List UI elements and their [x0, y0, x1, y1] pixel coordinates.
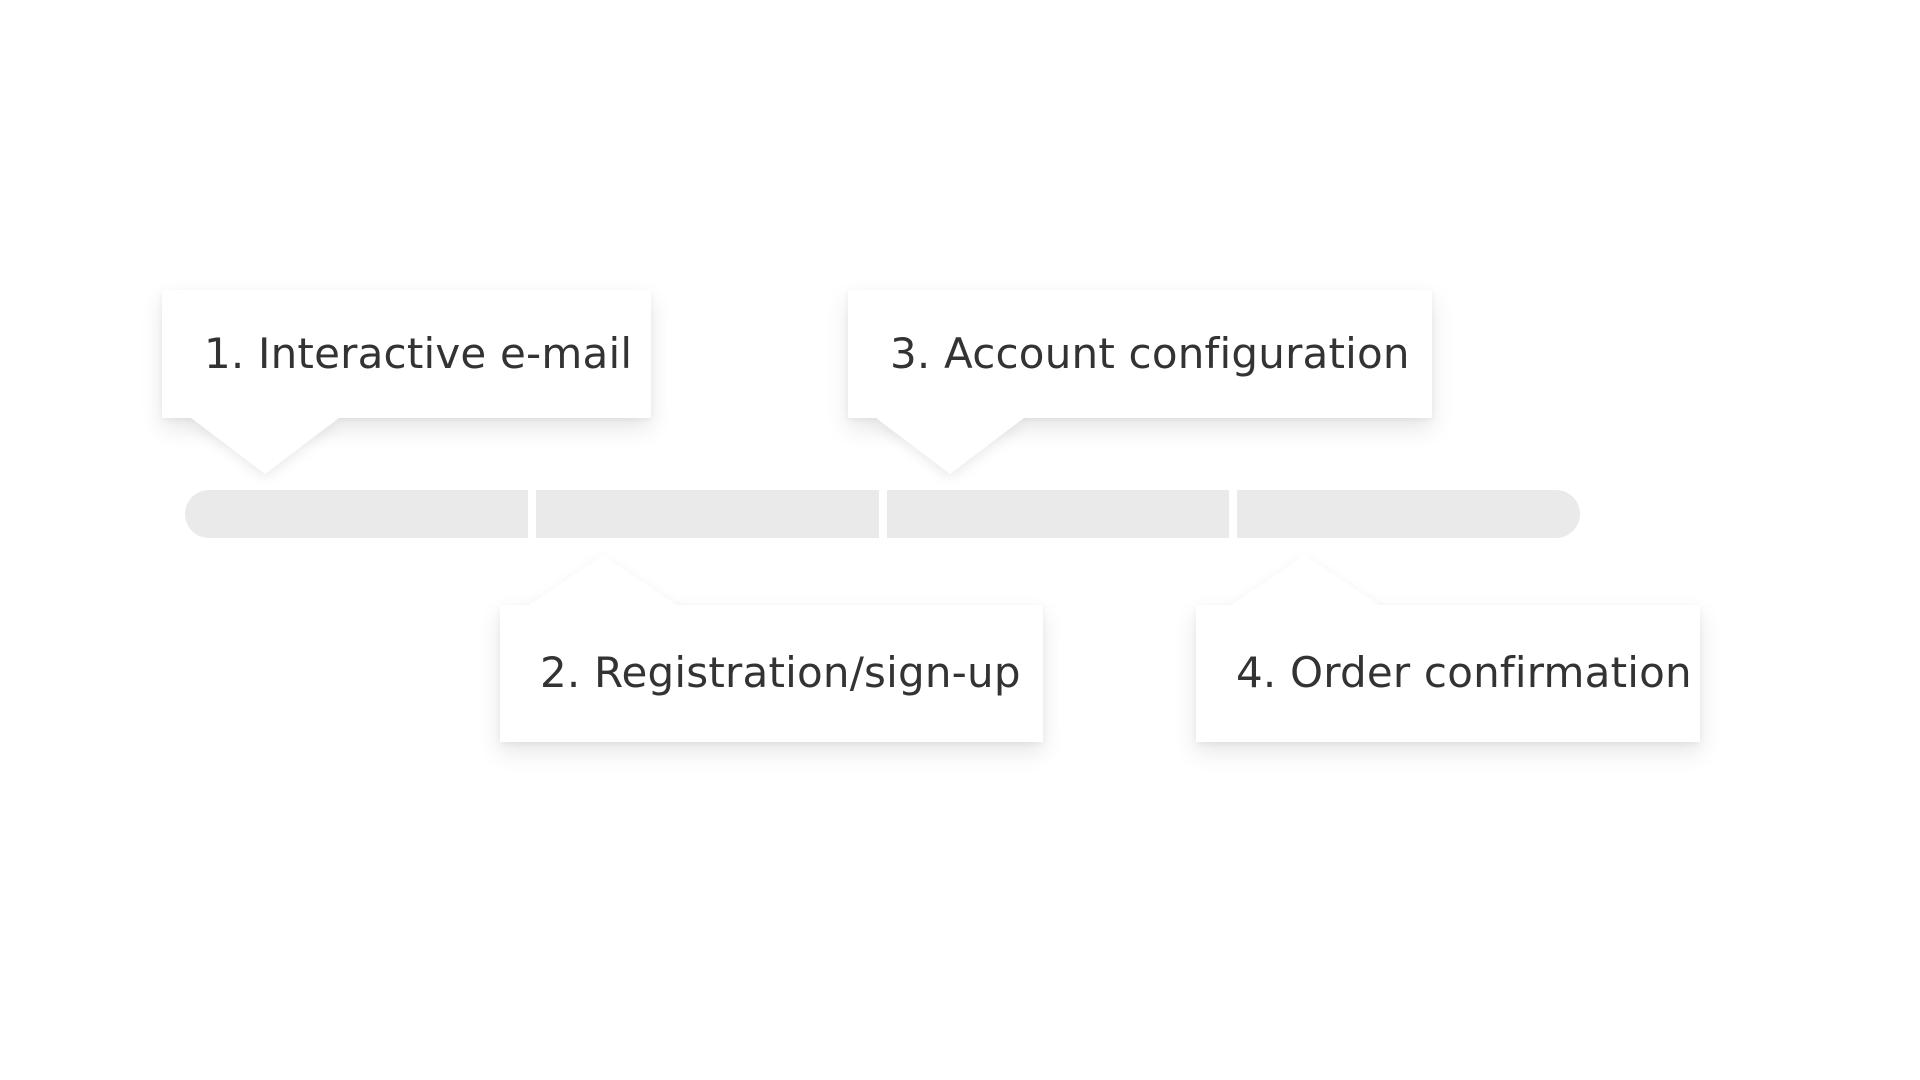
callout-tail-2 — [529, 555, 677, 605]
callout-tail-3 — [876, 418, 1024, 474]
step-callout-1[interactable]: 1. Interactive e-mail — [162, 290, 651, 418]
step-callout-4[interactable]: 4. Order confirmation — [1196, 605, 1700, 742]
callout-tail-1 — [191, 418, 339, 474]
step-callout-2[interactable]: 2. Registration/sign-up — [500, 605, 1043, 742]
progress-segment-4[interactable] — [1237, 490, 1580, 538]
progress-segment-2[interactable] — [535, 490, 879, 538]
callout-tail-4 — [1231, 555, 1379, 605]
step-label-4: 4. Order confirmation — [1236, 648, 1692, 698]
step-label-2: 2. Registration/sign-up — [540, 648, 1021, 698]
progress-segment-1[interactable] — [185, 490, 528, 538]
step-label-1: 1. Interactive e-mail — [204, 328, 633, 378]
step-label-3: 3. Account configuration — [890, 328, 1410, 378]
step-callout-3[interactable]: 3. Account configuration — [848, 290, 1432, 418]
progress-bar — [185, 490, 1580, 538]
progress-segment-3[interactable] — [886, 490, 1230, 538]
